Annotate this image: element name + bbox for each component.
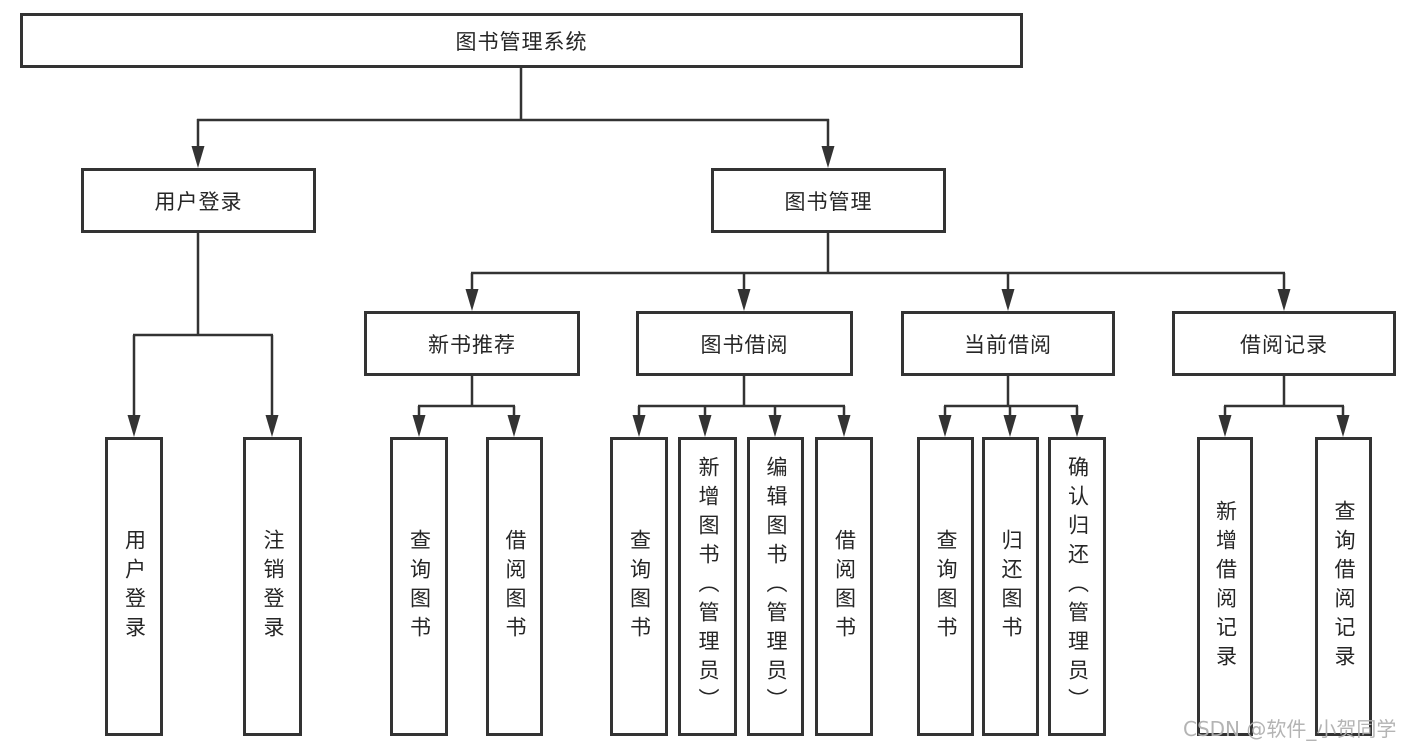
leaf-query-books-current: 查询图书 (917, 437, 974, 736)
node-label: 借阅图书 (503, 528, 527, 645)
leaf-user-login: 用户登录 (105, 437, 163, 736)
node-new-book-recommendation: 新书推荐 (364, 311, 580, 376)
connector-borrow-records-children (1223, 376, 1345, 417)
node-label: 查询借阅记录 (1332, 499, 1356, 674)
leaf-add-book-admin: 新增图书（管理员） (678, 437, 737, 736)
connector-current-borrow-children (943, 376, 1079, 417)
leaf-logout: 注销登录 (243, 437, 302, 736)
node-label: 注销登录 (261, 528, 285, 645)
node-current-borrowing: 当前借阅 (901, 311, 1115, 376)
csdn-watermark: CSDN @软件_小贺同学 (1183, 717, 1397, 741)
connector-user-login-children (132, 233, 274, 417)
node-label: 图书借阅 (700, 332, 789, 357)
node-label: 新增借阅记录 (1213, 499, 1238, 674)
leaf-query-books-recommend: 查询图书 (390, 437, 448, 736)
node-label: 图书管理系统 (455, 29, 588, 54)
leaf-borrow-books: 借阅图书 (815, 437, 873, 736)
node-borrowing-records: 借阅记录 (1172, 311, 1396, 376)
node-book-borrowing: 图书借阅 (636, 311, 853, 376)
node-library-management-system: 图书管理系统 (20, 13, 1023, 68)
leaf-query-borrow-record: 查询借阅记录 (1315, 437, 1372, 736)
leaf-return-books: 归还图书 (982, 437, 1039, 736)
node-user-login: 用户登录 (81, 168, 316, 233)
node-label: 查询图书 (407, 528, 432, 645)
node-label: 查询图书 (934, 528, 958, 645)
node-label: 借阅记录 (1240, 332, 1328, 357)
leaf-add-borrow-record: 新增借阅记录 (1197, 437, 1253, 736)
node-label: 查询图书 (627, 528, 652, 645)
connector-root-to-level2 (196, 68, 830, 148)
connector-book-mgmt-children (470, 233, 1286, 291)
node-label: 编辑图书（管理员） (764, 456, 788, 717)
connector-book-borrow-children (637, 376, 846, 417)
connector-new-books-children (417, 376, 516, 417)
node-label: 借阅图书 (832, 528, 857, 645)
node-label: 用户登录 (154, 189, 243, 214)
leaf-borrow-books-recommend: 借阅图书 (486, 437, 543, 736)
leaf-edit-book-admin: 编辑图书（管理员） (747, 437, 804, 736)
node-label: 用户登录 (122, 528, 147, 645)
node-label: 新增图书（管理员） (696, 456, 720, 717)
node-label: 归还图书 (999, 528, 1023, 645)
node-book-management: 图书管理 (711, 168, 946, 233)
arrowheads (127, 146, 1350, 437)
node-label: 图书管理 (784, 189, 873, 214)
leaf-confirm-return-admin: 确认归还（管理员） (1048, 437, 1106, 736)
node-label: 新书推荐 (428, 332, 516, 357)
node-label: 确认归还（管理员） (1065, 456, 1090, 717)
node-label: 当前借阅 (964, 332, 1052, 357)
leaf-query-books-borrow: 查询图书 (610, 437, 668, 736)
